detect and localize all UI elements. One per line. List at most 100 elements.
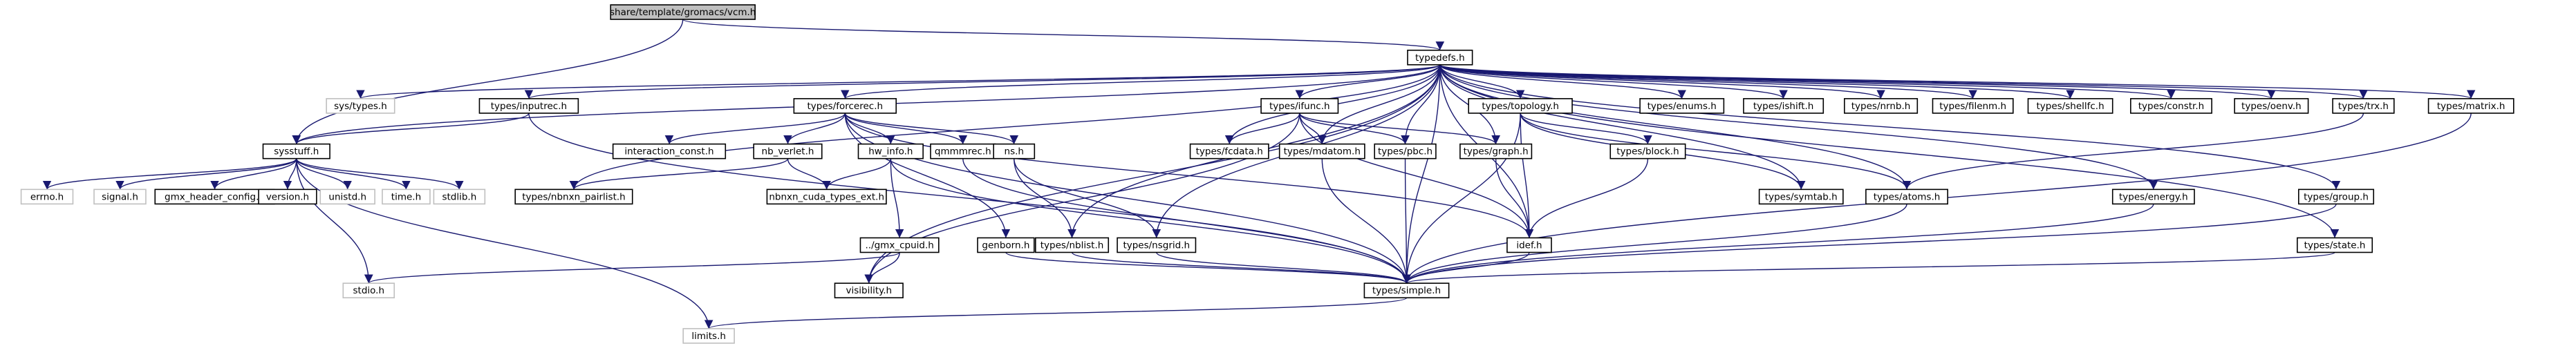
node-label-ns: ns.h <box>1005 146 1024 157</box>
node-ishift[interactable]: types/ishift.h <box>1743 98 1824 114</box>
node-label-ishift: types/ishift.h <box>1753 101 1814 112</box>
edge-hwinfo-to-simple <box>890 158 1411 284</box>
node-enums[interactable]: types/enums.h <box>1639 98 1725 114</box>
node-qmmmrec[interactable]: qmmmrec.h <box>930 143 996 160</box>
node-energy[interactable]: types/energy.h <box>2111 188 2195 205</box>
node-label-filenm: types/filenm.h <box>1939 101 2006 112</box>
node-label-fcdata: types/fcdata.h <box>1196 146 1263 157</box>
edge-hwinfo-to-nbnxncuda <box>822 158 892 190</box>
edge-group-to-simple <box>1402 204 2337 284</box>
node-box-nsgrid <box>1117 237 1197 253</box>
node-visibility[interactable]: visibility.h <box>834 282 904 299</box>
edge-hwinfo-to-gmxcpuid <box>890 158 904 238</box>
node-box-ishift <box>1743 98 1824 114</box>
node-topology[interactable]: types/topology.h <box>1468 98 1573 114</box>
node-pbc[interactable]: types/pbc.h <box>1374 143 1437 160</box>
edge-pbc-to-simple <box>1402 158 1411 284</box>
edge-inputrec-to-simple <box>528 113 1411 284</box>
edge-typedefs-to-simple <box>1402 64 1441 284</box>
node-nbnxncuda[interactable]: nbnxn_cuda_types_ext.h <box>766 188 887 205</box>
node-box-atoms <box>1865 188 1948 205</box>
node-ns[interactable]: ns.h <box>993 143 1036 160</box>
edge-sysstuff-to-errno <box>42 158 297 190</box>
node-hwinfo[interactable]: hw_info.h <box>857 143 924 160</box>
node-nrnb[interactable]: types/nrnb.h <box>1844 98 1919 114</box>
node-block[interactable]: types/block.h <box>1609 143 1686 160</box>
edge-nbverlet-to-nbnxncuda <box>787 158 831 190</box>
node-sysstuff[interactable]: sysstuff.h <box>262 143 330 160</box>
node-trx[interactable]: types/trx.h <box>2332 98 2395 114</box>
edge-sysstuff-to-limits <box>296 158 713 329</box>
edge-typedefs-to-energy <box>1439 64 2158 190</box>
node-box-matrix <box>2427 98 2514 114</box>
node-box-visibility <box>834 282 904 299</box>
node-label-gmxcpuid: ../gmx_cpuid.h <box>865 240 933 251</box>
node-label-stdio: stdio.h <box>353 285 385 296</box>
edge-vcm-to-sysstuff <box>292 19 684 144</box>
edge-forcerec-to-simple <box>844 113 1411 284</box>
node-forcerec[interactable]: types/forcerec.h <box>793 98 897 114</box>
node-label-signal: signal.h <box>102 191 138 202</box>
node-box-state <box>2297 237 2373 253</box>
node-label-group: types/group.h <box>2304 191 2369 202</box>
edge-typedefs-to-ifunc <box>1295 64 1441 99</box>
node-box-time <box>382 188 431 205</box>
node-filenm[interactable]: types/filenm.h <box>1932 98 2014 114</box>
edge-forcerec-to-ns <box>844 113 1018 144</box>
node-label-stdlib: stdlib.h <box>442 191 476 202</box>
node-constr[interactable]: types/constr.h <box>2130 98 2212 114</box>
node-box-hwinfo <box>857 143 924 160</box>
node-box-inputrec <box>478 98 579 114</box>
edge-nsgrid-to-simple <box>1156 251 1411 284</box>
node-box-interaction <box>612 143 727 160</box>
node-tgraph[interactable]: types/graph.h <box>1459 143 1533 160</box>
node-box-nbnxnpairlist <box>514 188 633 205</box>
node-ifunc[interactable]: types/ifunc.h <box>1260 98 1339 114</box>
edge-typedefs-to-nrnb <box>1439 64 1885 99</box>
edge-ifunc-to-tgraph <box>1299 113 1500 144</box>
node-nblist[interactable]: types/nblist.h <box>1034 237 1110 253</box>
node-idef[interactable]: idef.h <box>1506 237 1552 253</box>
node-label-energy: types/energy.h <box>2119 191 2188 202</box>
node-nbnxnpairlist[interactable]: types/nbnxn_pairlist.h <box>514 188 633 205</box>
node-box-nblist <box>1034 237 1110 253</box>
node-symtab[interactable]: types/symtab.h <box>1758 188 1844 205</box>
edge-block-to-idef <box>1524 158 1649 238</box>
node-state[interactable]: types/state.h <box>2297 237 2373 253</box>
node-nbverlet[interactable]: nb_verlet.h <box>753 143 823 160</box>
node-mdatom[interactable]: types/mdatom.h <box>1278 143 1365 160</box>
node-fcdata[interactable]: types/fcdata.h <box>1189 143 1269 160</box>
node-box-mdatom <box>1278 143 1365 160</box>
edge-sysstuff-to-stdio <box>296 158 373 284</box>
node-version[interactable]: version.h <box>258 188 317 205</box>
edge-mdatom-to-simple <box>1321 158 1411 284</box>
node-box-signal <box>93 188 147 205</box>
node-atoms[interactable]: types/atoms.h <box>1865 188 1948 205</box>
node-genborn[interactable]: genborn.h <box>977 237 1035 253</box>
node-label-pbc: types/pbc.h <box>1378 146 1432 157</box>
node-gmxheader[interactable]: gmx_header_config.h <box>154 188 275 205</box>
node-oenv[interactable]: types/oenv.h <box>2234 98 2309 114</box>
edge-forcerec-to-idef <box>844 113 1534 238</box>
node-label-limits: limits.h <box>691 331 726 342</box>
node-vcm[interactable]: share/template/gromacs/vcm.h <box>610 4 756 20</box>
node-simple[interactable]: types/simple.h <box>1363 282 1450 299</box>
node-matrix[interactable]: types/matrix.h <box>2427 98 2514 114</box>
node-box-unistd <box>319 188 375 205</box>
node-inputrec[interactable]: types/inputrec.h <box>478 98 579 114</box>
edge-trx-to-atoms <box>1902 113 2364 190</box>
node-shellfc[interactable]: types/shellfc.h <box>2027 98 2113 114</box>
edge-typedefs-to-pbc <box>1401 64 1441 144</box>
node-label-nbnxncuda: nbnxn_cuda_types_ext.h <box>769 191 884 202</box>
edge-typedefs-to-constr <box>1439 64 2176 99</box>
edge-energy-to-simple <box>1402 204 2154 284</box>
node-typedefs[interactable]: typedefs.h <box>1407 49 1473 66</box>
node-group[interactable]: types/group.h <box>2298 188 2375 205</box>
node-interaction[interactable]: interaction_const.h <box>612 143 727 160</box>
node-label-nsgrid: types/nsgrid.h <box>1123 240 1190 251</box>
node-label-matrix: types/matrix.h <box>2437 101 2505 112</box>
node-gmxcpuid[interactable]: ../gmx_cpuid.h <box>859 237 940 253</box>
node-nsgrid[interactable]: types/nsgrid.h <box>1117 237 1197 253</box>
node-box-fcdata <box>1189 143 1269 160</box>
node-layer: share/template/gromacs/vcm.h typedefs.h sy… <box>20 4 2514 344</box>
